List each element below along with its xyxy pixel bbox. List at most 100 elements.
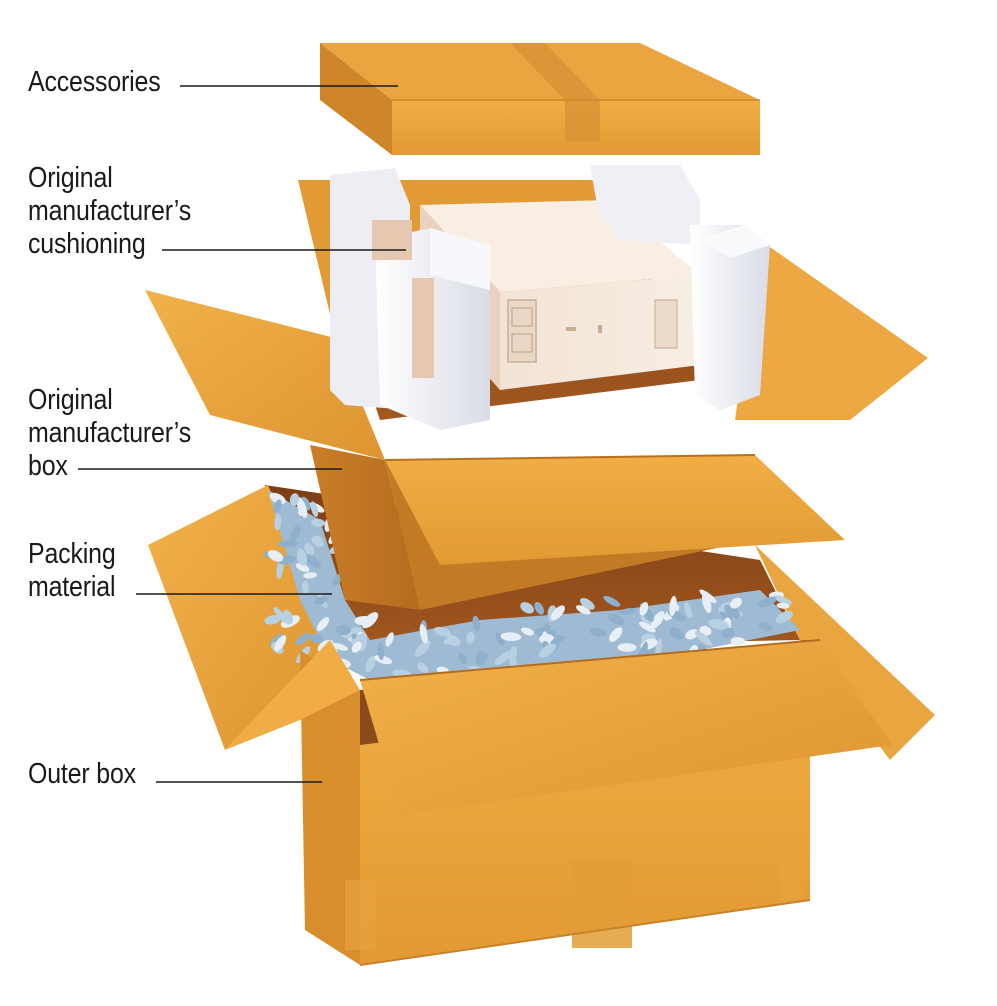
- peanut-cluster: [263, 492, 794, 679]
- peanut: [273, 607, 288, 624]
- peanut: [289, 493, 300, 506]
- label-cushioning-line-2: manufacturer’s: [28, 195, 192, 227]
- peanut: [576, 605, 591, 615]
- peanut: [274, 635, 287, 652]
- peanut: [521, 627, 534, 636]
- peanut: [277, 540, 298, 548]
- peanut: [695, 630, 712, 646]
- peanut: [669, 595, 677, 617]
- peanut: [332, 574, 342, 586]
- peanut: [538, 642, 557, 658]
- label-cushioning: Original manufacturer’s cushioning: [28, 162, 191, 261]
- peanut: [729, 597, 743, 609]
- peanut: [638, 621, 656, 633]
- peanut: [354, 633, 367, 643]
- peanut: [274, 513, 282, 531]
- peanut: [669, 627, 684, 640]
- peanut: [377, 642, 385, 661]
- peanut: [775, 610, 794, 624]
- peanut: [316, 617, 330, 632]
- label-manufacturer-box-line-2: manufacturer’s: [28, 417, 192, 449]
- peanut: [385, 632, 394, 647]
- peanut: [580, 598, 595, 610]
- label-cushioning-line-1: Original: [28, 162, 113, 194]
- label-cushioning-line-3: cushioning: [28, 228, 146, 260]
- label-outer-box-line-1: Outer box: [28, 758, 136, 790]
- peanut: [550, 635, 565, 645]
- peanut: [354, 615, 374, 626]
- peanut: [640, 615, 653, 628]
- peanut: [534, 602, 545, 615]
- peanut: [773, 595, 793, 605]
- peanut: [724, 604, 741, 619]
- peanut: [650, 611, 665, 629]
- peanut: [446, 634, 461, 646]
- peanut: [684, 602, 692, 619]
- peanut: [475, 651, 485, 666]
- peanut: [458, 653, 468, 665]
- peanut: [273, 499, 282, 513]
- peanut: [758, 596, 777, 608]
- peanut: [776, 602, 790, 609]
- peanut: [472, 615, 481, 632]
- peanut: [618, 607, 637, 615]
- label-packing-material: Packing material: [28, 538, 116, 604]
- label-accessories-line-1: Accessories: [28, 66, 161, 98]
- peanut: [311, 518, 325, 527]
- peanut: [417, 662, 429, 673]
- accessories-box: [320, 43, 760, 155]
- foam-cushioning: [330, 165, 770, 430]
- peanut: [296, 497, 308, 518]
- peanut: [603, 595, 621, 607]
- peanut: [295, 632, 311, 646]
- peanut: [550, 605, 565, 621]
- peanut: [730, 637, 745, 646]
- peanut: [295, 563, 310, 572]
- label-packing-material-line-2: material: [28, 571, 116, 603]
- leader-lines: [78, 85, 406, 783]
- peanut: [264, 615, 281, 625]
- peanut: [311, 535, 324, 548]
- label-packing-material-line-1: Packing: [28, 538, 116, 570]
- peanut: [365, 655, 376, 673]
- peanut: [267, 550, 284, 562]
- packing-peanuts: [263, 490, 800, 680]
- peanut: [296, 548, 308, 566]
- peanut: [303, 572, 317, 579]
- peanut: [433, 626, 452, 637]
- peanut: [494, 650, 512, 666]
- label-outer-box: Outer box: [28, 758, 136, 791]
- peanut: [305, 554, 321, 569]
- peanut: [639, 601, 649, 616]
- peanut: [310, 501, 319, 517]
- peanut: [520, 602, 534, 614]
- peanut: [290, 524, 301, 543]
- peanut: [419, 624, 428, 644]
- peanut: [332, 642, 348, 651]
- peanut: [589, 628, 607, 637]
- peanut: [269, 492, 286, 505]
- peanut: [617, 643, 637, 652]
- peanut: [304, 543, 315, 556]
- peanut: [758, 622, 773, 632]
- peanut: [495, 632, 505, 646]
- peanut: [609, 627, 623, 642]
- peanut: [301, 580, 309, 595]
- peanut: [374, 655, 393, 665]
- label-manufacturer-box: Original manufacturer’s box: [28, 384, 191, 483]
- peanut: [351, 641, 362, 653]
- peanut: [313, 596, 328, 605]
- peanut: [500, 632, 522, 642]
- peanut: [309, 633, 324, 644]
- label-manufacturer-box-line-3: box: [28, 450, 68, 482]
- peanut: [607, 613, 625, 626]
- peanut: [335, 624, 351, 636]
- outer-box-front: [225, 639, 892, 966]
- peanut: [721, 627, 735, 639]
- label-accessories: Accessories: [28, 66, 161, 99]
- peanut: [699, 589, 717, 604]
- label-manufacturer-box-line-1: Original: [28, 384, 113, 416]
- peanut: [414, 640, 431, 657]
- peanut: [466, 631, 475, 644]
